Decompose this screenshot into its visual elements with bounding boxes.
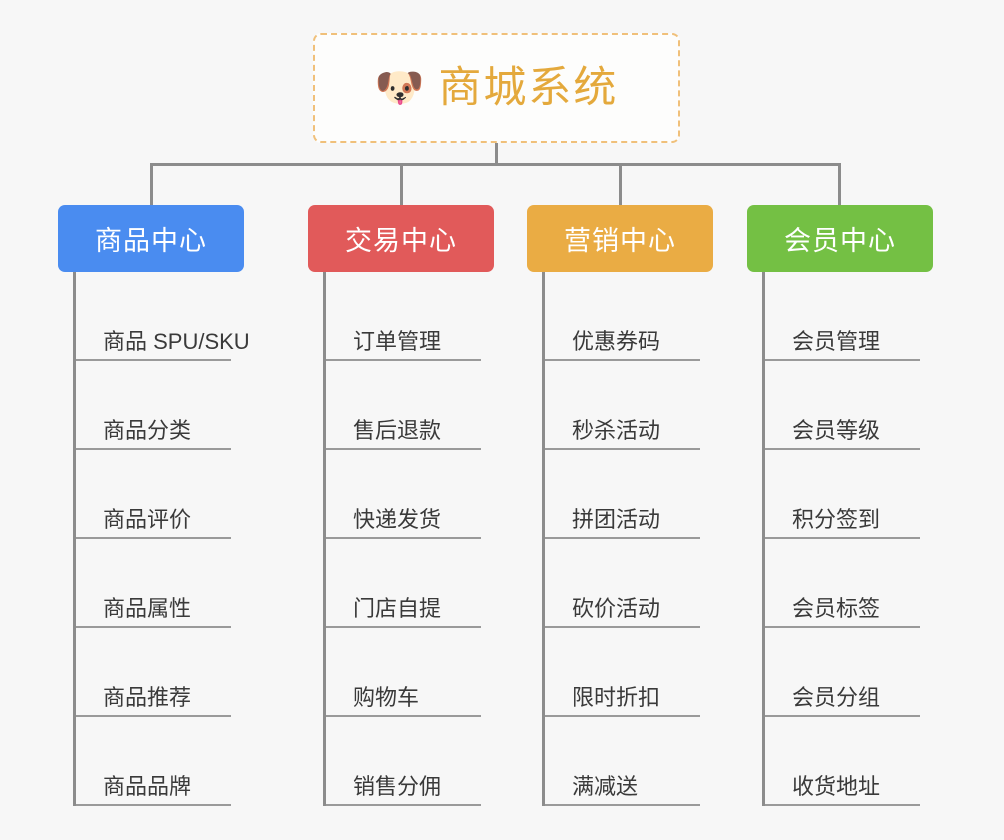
list-item[interactable]: 商品属性 bbox=[76, 539, 231, 628]
connector-horizontal-bus bbox=[150, 163, 840, 166]
leaf-label: 商品 SPU/SKU bbox=[103, 328, 250, 354]
branch-header-label: 交易中心 bbox=[345, 226, 457, 256]
list-item[interactable]: 会员分组 bbox=[765, 628, 920, 717]
leaf-label: 商品品牌 bbox=[103, 773, 192, 799]
list-item[interactable]: 商品推荐 bbox=[76, 628, 231, 717]
list-item[interactable]: 积分签到 bbox=[765, 450, 920, 539]
list-item[interactable]: 商品分类 bbox=[76, 361, 231, 450]
connector-root-stem bbox=[495, 143, 498, 165]
list-item[interactable]: 会员管理 bbox=[765, 272, 920, 361]
list-item[interactable]: 会员等级 bbox=[765, 361, 920, 450]
leaf-label: 砍价活动 bbox=[572, 595, 661, 621]
connector-drop-1 bbox=[150, 163, 153, 207]
list-item[interactable]: 购物车 bbox=[326, 628, 481, 717]
leaf-label: 售后退款 bbox=[353, 417, 442, 443]
branch-header-label: 商品中心 bbox=[95, 226, 207, 256]
leaf-label: 拼团活动 bbox=[572, 506, 661, 532]
leaf-label: 商品分类 bbox=[103, 417, 192, 443]
branch-column-1: 商品中心 商品 SPU/SKU 商品分类 商品评价 商品属性 商品推荐 商品品牌 bbox=[58, 205, 250, 806]
list-item[interactable]: 商品品牌 bbox=[76, 717, 231, 806]
list-item[interactable]: 砍价活动 bbox=[545, 539, 700, 628]
branch-column-4: 会员中心 会员管理 会员等级 积分签到 会员标签 会员分组 收货地址 bbox=[747, 205, 933, 806]
list-item[interactable]: 销售分佣 bbox=[326, 717, 481, 806]
branch-items-2: 订单管理 售后退款 快递发货 门店自提 购物车 销售分佣 bbox=[323, 272, 494, 806]
leaf-label: 满减送 bbox=[572, 773, 639, 799]
branch-header-1[interactable]: 商品中心 bbox=[58, 205, 244, 272]
branch-header-3[interactable]: 营销中心 bbox=[527, 205, 713, 272]
list-item[interactable]: 收货地址 bbox=[765, 717, 920, 806]
list-item[interactable]: 售后退款 bbox=[326, 361, 481, 450]
branch-header-label: 会员中心 bbox=[784, 226, 896, 256]
list-item[interactable]: 商品 SPU/SKU bbox=[76, 272, 250, 361]
branch-items-1: 商品 SPU/SKU 商品分类 商品评价 商品属性 商品推荐 商品品牌 bbox=[73, 272, 250, 806]
branch-items-4: 会员管理 会员等级 积分签到 会员标签 会员分组 收货地址 bbox=[762, 272, 933, 806]
leaf-label: 会员分组 bbox=[792, 684, 881, 710]
root-title: 商城系统 bbox=[438, 63, 619, 112]
leaf-label: 会员管理 bbox=[792, 328, 881, 354]
leaf-label: 商品属性 bbox=[103, 595, 192, 621]
leaf-label: 收货地址 bbox=[792, 773, 881, 799]
leaf-label: 购物车 bbox=[353, 684, 420, 710]
branch-header-label: 营销中心 bbox=[564, 226, 676, 256]
dog-face-icon: 🐶 bbox=[374, 66, 425, 110]
leaf-label: 会员等级 bbox=[792, 417, 881, 443]
leaf-label: 订单管理 bbox=[353, 328, 442, 354]
list-item[interactable]: 限时折扣 bbox=[545, 628, 700, 717]
list-item[interactable]: 秒杀活动 bbox=[545, 361, 700, 450]
list-item[interactable]: 会员标签 bbox=[765, 539, 920, 628]
leaf-label: 会员标签 bbox=[792, 595, 881, 621]
list-item[interactable]: 快递发货 bbox=[326, 450, 481, 539]
branch-header-2[interactable]: 交易中心 bbox=[308, 205, 494, 272]
leaf-label: 商品推荐 bbox=[103, 684, 192, 710]
branch-items-3: 优惠券码 秒杀活动 拼团活动 砍价活动 限时折扣 满减送 bbox=[542, 272, 713, 806]
connector-drop-4 bbox=[838, 163, 841, 207]
list-item[interactable]: 门店自提 bbox=[326, 539, 481, 628]
leaf-label: 限时折扣 bbox=[572, 684, 661, 710]
leaf-label: 秒杀活动 bbox=[572, 417, 661, 443]
list-item[interactable]: 商品评价 bbox=[76, 450, 231, 539]
connector-drop-2 bbox=[400, 163, 403, 207]
leaf-label: 商品评价 bbox=[103, 506, 192, 532]
list-item[interactable]: 订单管理 bbox=[326, 272, 481, 361]
leaf-label: 积分签到 bbox=[792, 506, 881, 532]
leaf-label: 优惠券码 bbox=[572, 328, 661, 354]
list-item[interactable]: 拼团活动 bbox=[545, 450, 700, 539]
root-node-shopping-system[interactable]: 🐶 商城系统 bbox=[313, 33, 680, 143]
connector-drop-3 bbox=[619, 163, 622, 207]
leaf-label: 快递发货 bbox=[353, 506, 442, 532]
branch-header-4[interactable]: 会员中心 bbox=[747, 205, 933, 272]
list-item[interactable]: 满减送 bbox=[545, 717, 700, 806]
leaf-label: 门店自提 bbox=[353, 595, 442, 621]
list-item[interactable]: 优惠券码 bbox=[545, 272, 700, 361]
leaf-label: 销售分佣 bbox=[353, 773, 442, 799]
branch-column-2: 交易中心 订单管理 售后退款 快递发货 门店自提 购物车 销售分佣 bbox=[308, 205, 494, 806]
branch-column-3: 营销中心 优惠券码 秒杀活动 拼团活动 砍价活动 限时折扣 满减送 bbox=[527, 205, 713, 806]
